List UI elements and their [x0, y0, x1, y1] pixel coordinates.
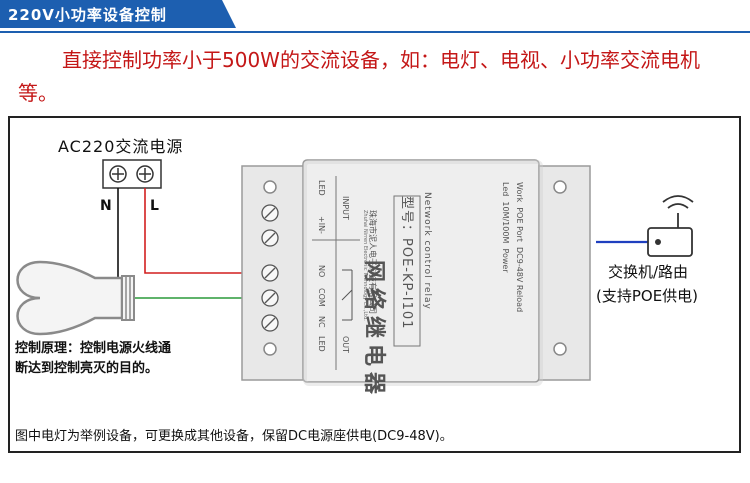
- live-label: L: [150, 198, 159, 214]
- terminal-label-com: COM: [317, 288, 326, 307]
- screw-5: [261, 314, 279, 332]
- screw-3: [261, 264, 279, 282]
- terminal-screws: [261, 204, 279, 332]
- switch-label: 交换机/路由: [608, 263, 689, 281]
- relay-contact-symbol: [341, 269, 353, 321]
- switch-poe-label: (支持POE供电): [596, 287, 699, 305]
- intro-text: 直接控制功率小于500W的交流设备，如：电灯、电视、小功率交流电机等。: [18, 48, 700, 105]
- screw-2: [261, 229, 279, 247]
- power-source-label: AC220交流电源: [58, 137, 184, 156]
- terminal-label-in: +IN-: [317, 216, 326, 234]
- banner-rule: [0, 31, 750, 33]
- relay-english-name: Network control relay: [422, 192, 432, 310]
- power-terminal-block: [102, 159, 162, 189]
- banner-shape: [0, 0, 236, 28]
- neutral-label: N: [100, 198, 112, 214]
- relay-port-info-2: Led 10M/100M Power: [501, 182, 510, 273]
- terminal-label-no: NO: [317, 265, 326, 278]
- principle-line-1: 控制原理：控制电源火线通: [15, 341, 172, 356]
- relay-model-box: [393, 195, 421, 347]
- router-icon: [647, 195, 694, 257]
- live-wire-red: [144, 188, 270, 274]
- terminal-label-input: INPUT: [341, 196, 350, 220]
- terminal-label-led-out: LED: [317, 336, 326, 352]
- light-bulb: [16, 260, 135, 336]
- terminal-label-led-in: LED: [317, 180, 326, 196]
- terminal-label-nc: NC: [317, 316, 326, 328]
- relay-company-en: Zhuhai Nirren Electronic Technology Co.,…: [362, 210, 368, 321]
- relay-body: [302, 159, 543, 386]
- principle-line-2: 断达到控制亮灭的目的。: [15, 361, 159, 376]
- footnote-text: 图中电灯为举例设备，可更换成其他设备，保留DC电源座供电(DC9-48V)。: [15, 429, 453, 444]
- relay-port-info-1: Work POE Port DC9-48V Reload: [515, 182, 524, 313]
- terminal-label-out: OUT: [341, 336, 350, 354]
- screw-4: [261, 289, 279, 307]
- relay-model: 型号：POE-KP-I101: [399, 196, 414, 330]
- banner-title: 220V小功率设备控制: [8, 6, 167, 24]
- diagram-frame: [8, 116, 741, 453]
- screw-1: [261, 204, 279, 222]
